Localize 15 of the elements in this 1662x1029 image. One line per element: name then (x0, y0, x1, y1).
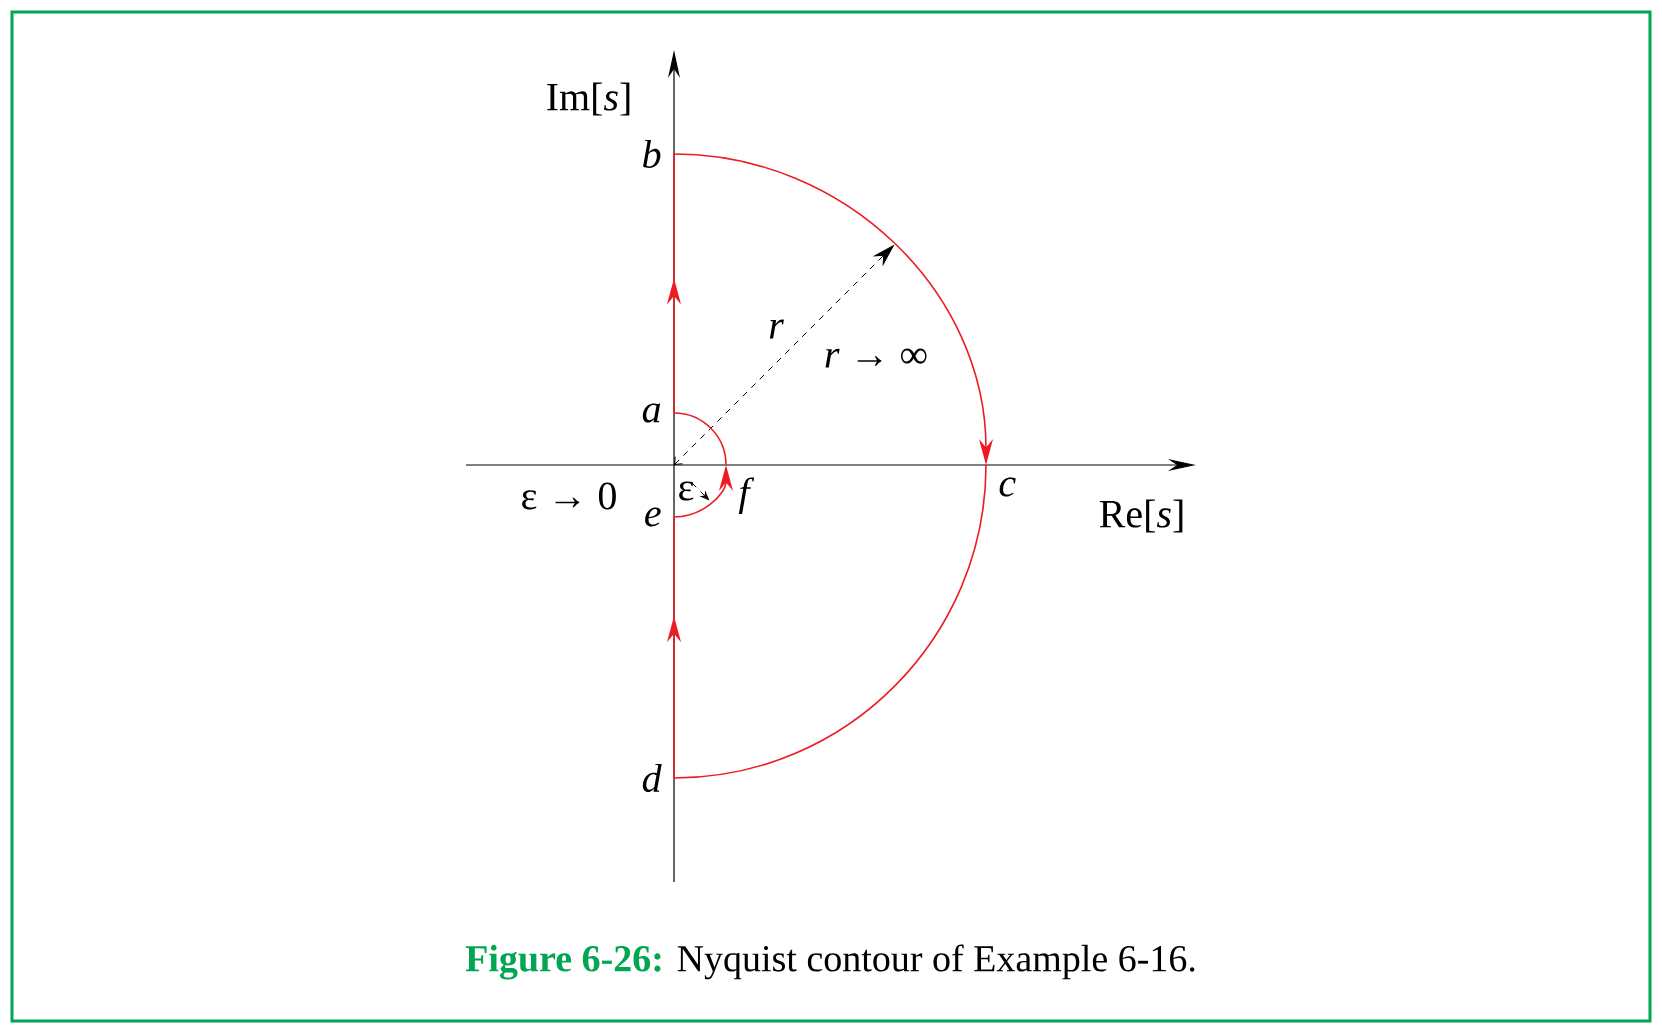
caption: Figure 6-26: Nyquist contour of Example 6-16. (465, 944, 1195, 980)
axis-label: Re[s] (1099, 499, 1183, 533)
point-label: c (999, 477, 1016, 497)
contour-segment (673, 464, 987, 779)
point-label: a (642, 403, 661, 423)
point-label: b (643, 139, 661, 169)
point-label: e (645, 507, 661, 527)
axis-label: r (769, 319, 784, 339)
axis-label: ε (679, 481, 694, 501)
axis-label: r → ∞ (825, 348, 927, 368)
point-label: f (738, 477, 755, 515)
point-label: d (642, 763, 662, 793)
axis-label: Im[s] (547, 82, 630, 116)
contour-segment (673, 412, 727, 466)
axis-label: ε → 0 (522, 482, 616, 510)
